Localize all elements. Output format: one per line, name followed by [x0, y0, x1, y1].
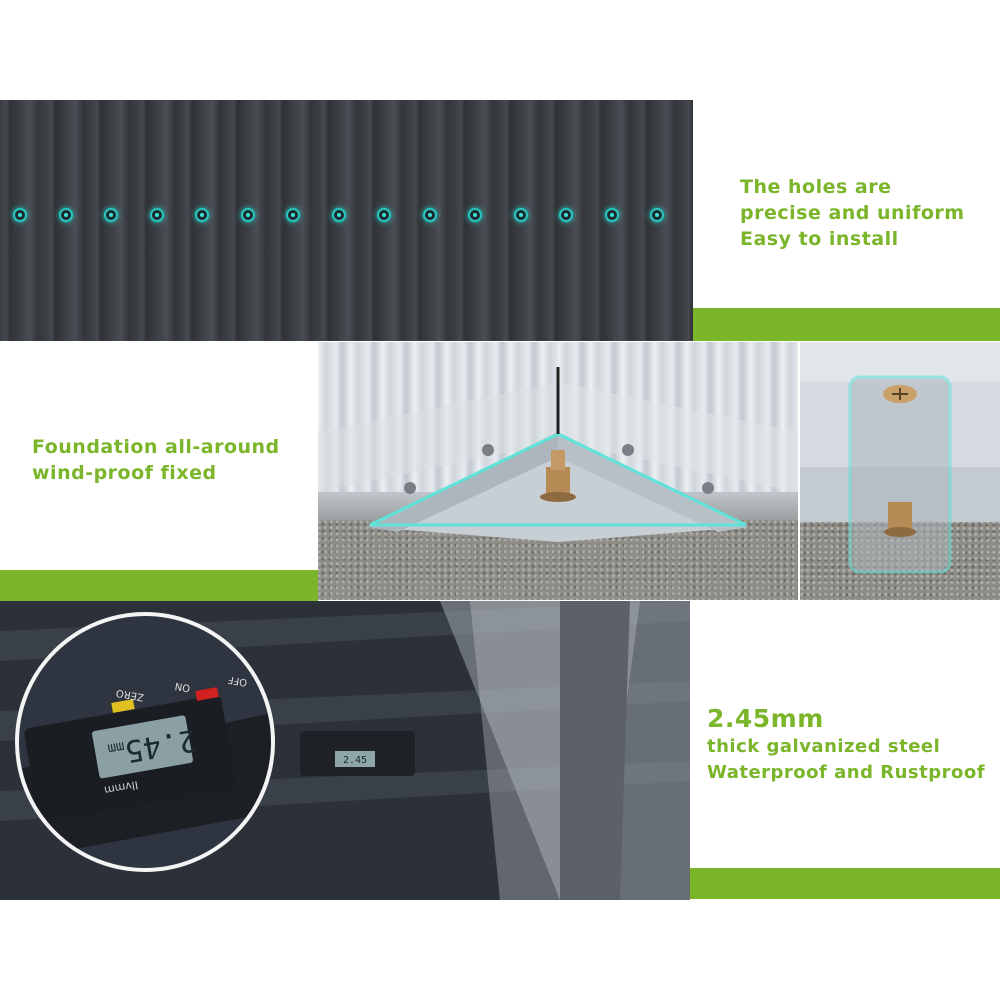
small-caliper-display: 2.45	[343, 755, 367, 766]
holes-caption-line-1: The holes are	[740, 176, 892, 198]
foundation-corner-image	[318, 342, 798, 600]
holes-caption-line-2: precise and uniform	[740, 202, 965, 224]
screw-hole-marker	[468, 208, 482, 222]
steel-caption: 2.45mm thick galvanized steel Waterproof…	[707, 704, 985, 786]
screw-hole-marker	[13, 208, 27, 222]
steel-caption-line-2: Waterproof and Rustproof	[707, 762, 986, 783]
screw-hole-marker	[377, 208, 391, 222]
screw-hole-marker	[104, 208, 118, 222]
foundation-caption-line-1: Foundation all-around	[32, 436, 280, 458]
screw-hole-marker	[513, 208, 528, 222]
screw-hole-marker	[58, 208, 73, 222]
green-accent-bar-2	[0, 570, 318, 601]
foundation-caption: Foundation all-around wind-proof fixed	[32, 434, 280, 486]
small-caliper: 2.45	[300, 731, 415, 776]
roof-caliper-image: 2.45 ZERO ON OFF 2.45mm Ilvmm	[0, 601, 690, 900]
screw-hole-marker	[286, 208, 300, 222]
steel-caption-line-1: thick galvanized steel	[707, 736, 941, 757]
green-accent-bar-3	[690, 868, 1000, 899]
green-accent-bar-1	[693, 308, 1000, 341]
holes-caption: The holes are precise and uniform Easy t…	[740, 174, 965, 252]
caliper-display-unit: mm	[106, 738, 126, 757]
screw-hole-marker	[650, 208, 664, 222]
screw-hole-marker	[331, 208, 346, 222]
foundation-caption-line-2: wind-proof fixed	[32, 462, 217, 484]
screw-hole-marker	[195, 208, 209, 222]
screw-hole-marker	[149, 208, 164, 222]
bracket-closeup-image	[800, 342, 1000, 600]
holes-caption-line-3: Easy to install	[740, 228, 899, 250]
screw-hole-marker	[422, 208, 437, 222]
corrugated-panel-image	[0, 100, 693, 341]
screw-hole-marker	[604, 208, 619, 222]
screw-hole-marker	[240, 208, 255, 222]
screw-hole-marker	[559, 208, 573, 222]
steel-caption-headline: 2.45mm	[707, 704, 824, 733]
